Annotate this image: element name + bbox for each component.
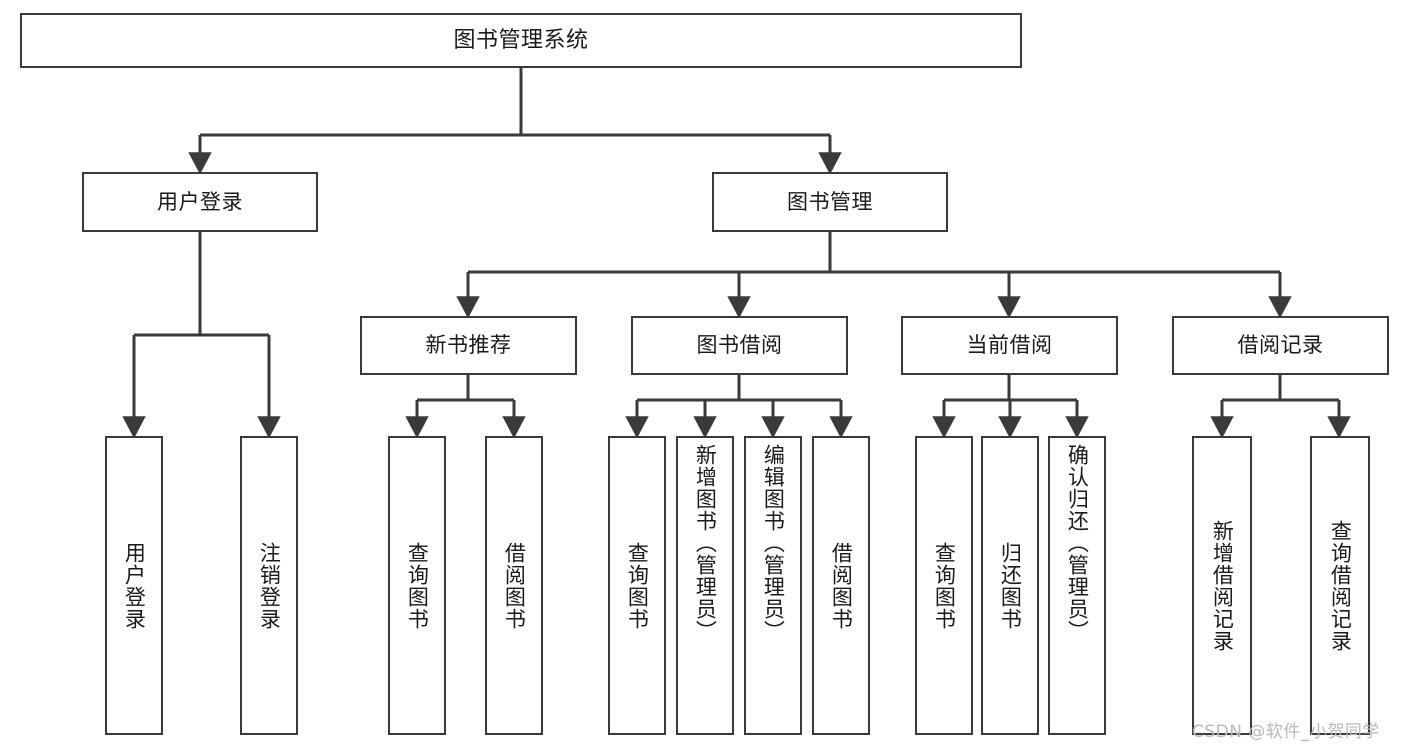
leaf-label: 查询图书 (625, 541, 650, 630)
node-borrow-record[interactable]: 借阅记录 (1172, 316, 1389, 375)
leaf-current-borrow-3[interactable]: 确认归还（管理员） (1048, 436, 1106, 735)
node-label: 当前借阅 (966, 333, 1053, 358)
leaf-current-borrow-1[interactable]: 查询图书 (915, 436, 973, 735)
node-label: 借阅记录 (1237, 333, 1324, 358)
leaf-borrow-record-1[interactable]: 新增借阅记录 (1192, 436, 1252, 735)
node-book-manage[interactable]: 图书管理 (712, 172, 948, 232)
watermark-text: CSDN @软件_小贺同学 (1192, 722, 1380, 742)
leaf-label: 借阅图书 (502, 541, 527, 630)
node-user-login[interactable]: 用户登录 (82, 172, 318, 232)
node-label: 新书推荐 (425, 333, 512, 358)
leaf-book-borrow-1[interactable]: 查询图书 (608, 436, 666, 735)
leaf-label: 用户登录 (122, 541, 147, 630)
leaf-label: 确认归还（管理员） (1065, 444, 1090, 642)
node-label: 图书管理系统 (453, 27, 589, 53)
node-current-borrow[interactable]: 当前借阅 (901, 316, 1118, 375)
leaf-label: 查询图书 (932, 541, 957, 630)
leaf-user-login-2[interactable]: 注销登录 (240, 436, 298, 735)
leaf-new-book-1[interactable]: 查询图书 (388, 436, 446, 735)
leaf-label: 编辑图书（管理员） (761, 444, 786, 642)
node-label: 图书管理 (787, 189, 873, 214)
leaf-label: 新增图书（管理员） (693, 444, 718, 642)
leaf-label: 借阅图书 (829, 541, 854, 630)
leaf-label: 查询借阅记录 (1328, 519, 1353, 652)
node-label: 用户登录 (157, 189, 243, 214)
leaf-current-borrow-2[interactable]: 归还图书 (981, 436, 1039, 735)
leaf-new-book-2[interactable]: 借阅图书 (485, 436, 543, 735)
node-new-book-recommend[interactable]: 新书推荐 (360, 316, 577, 375)
leaf-label: 新增借阅记录 (1210, 519, 1235, 652)
leaf-label: 查询图书 (405, 541, 430, 630)
leaf-label: 注销登录 (257, 541, 282, 630)
leaf-user-login-1[interactable]: 用户登录 (105, 436, 163, 735)
leaf-borrow-record-2[interactable]: 查询借阅记录 (1310, 436, 1370, 735)
node-label: 图书借阅 (696, 333, 783, 358)
leaf-book-borrow-4[interactable]: 借阅图书 (812, 436, 870, 735)
leaf-label: 归还图书 (998, 541, 1023, 630)
leaf-book-borrow-3[interactable]: 编辑图书（管理员） (744, 436, 802, 735)
node-book-borrow[interactable]: 图书借阅 (631, 316, 848, 375)
node-root-system[interactable]: 图书管理系统 (20, 13, 1022, 68)
leaf-book-borrow-2[interactable]: 新增图书（管理员） (676, 436, 734, 735)
